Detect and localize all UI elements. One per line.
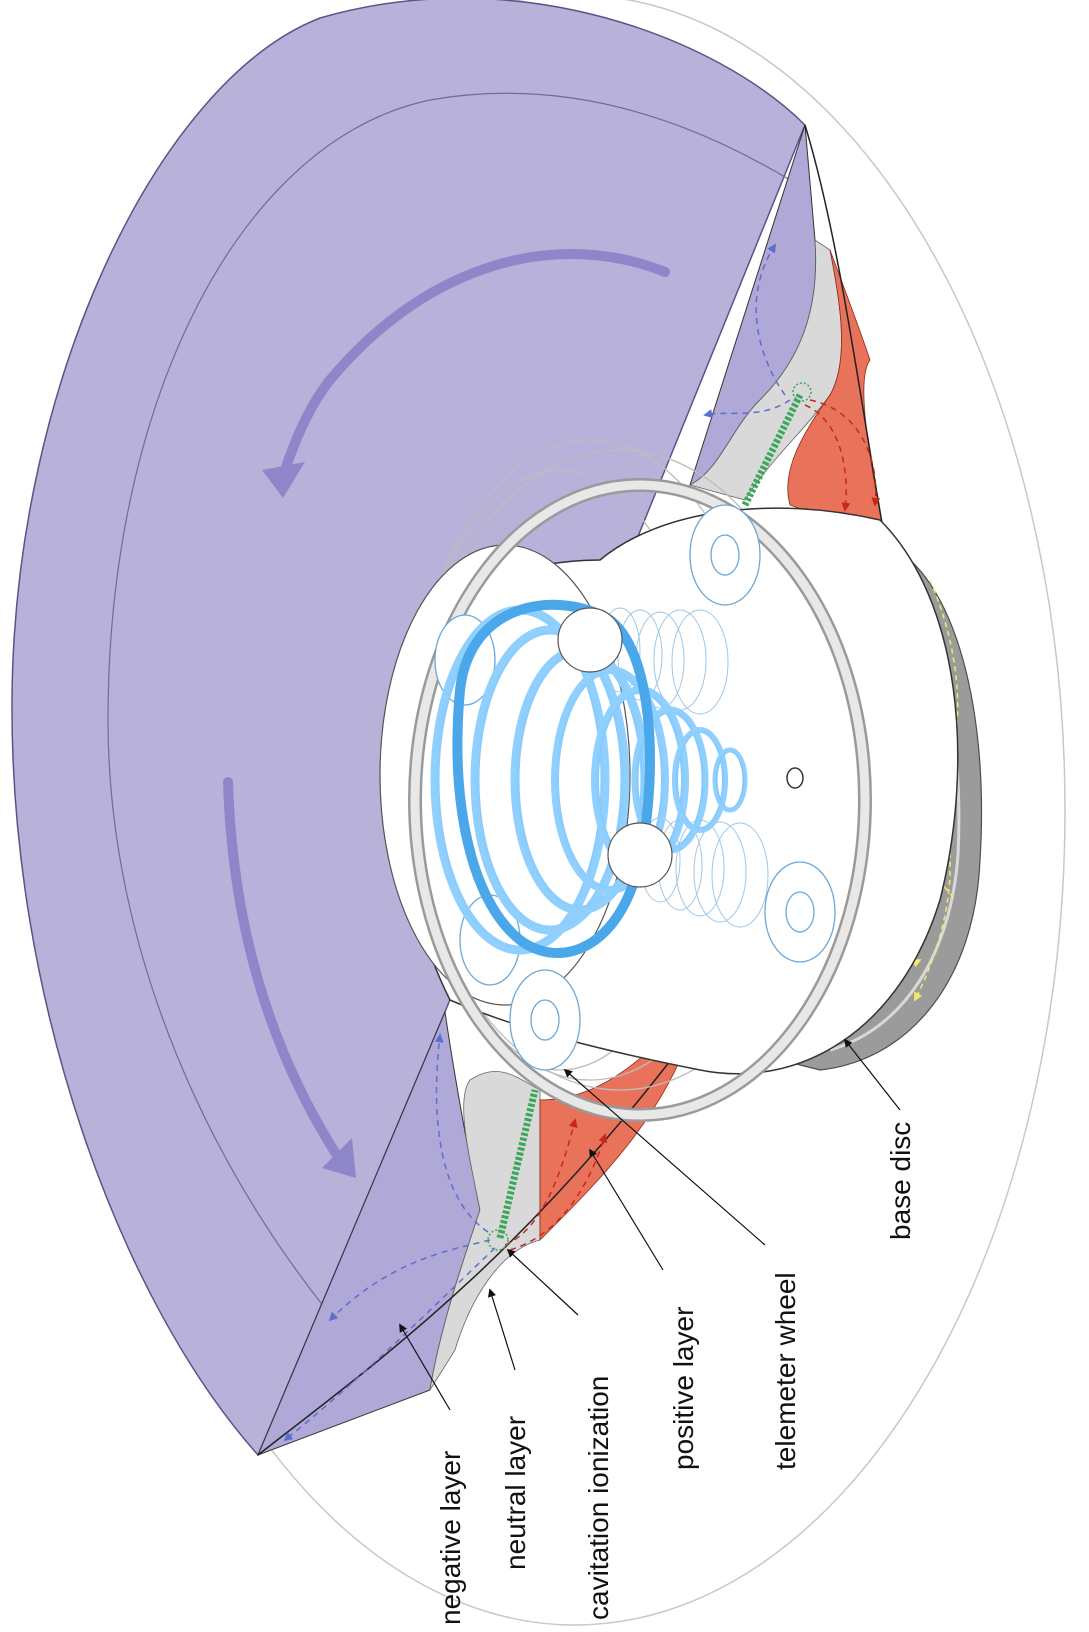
label-neutral-layer: neutral layer: [500, 1416, 531, 1570]
leader-positive-layer: [589, 1148, 664, 1271]
field-line-blue-upper-1: [755, 243, 786, 396]
label-telemeter-wheel: telemeter wheel: [770, 1272, 801, 1470]
field-line-red-upper-2: [809, 399, 881, 507]
field-line-red-upper-1: [804, 404, 851, 512]
label-base-disc: base disc: [885, 1122, 916, 1240]
label-cavitation-ionization: cavitation ionization: [583, 1376, 614, 1620]
ionization-spark-lower: [487, 1229, 509, 1251]
sphere-upper: [557, 607, 623, 673]
field-line-blue-upper-2: [703, 399, 791, 419]
leader-negative-layer: [399, 1323, 451, 1411]
ionization-spark-upper: [792, 382, 812, 402]
rotation-arrow-lower: [223, 777, 345, 1165]
disc-inner-ring: [107, 92, 791, 1351]
leader-cavitation-ionization: [506, 1248, 579, 1316]
field-line-blue-lower-3: [434, 1033, 489, 1233]
field-line-blue-lower-1: [328, 1239, 491, 1322]
rotation-arrow-upper: [280, 249, 670, 475]
telemeter-wheel-inner: [410, 480, 870, 1120]
leader-neutral-layer: [487, 1288, 516, 1371]
core-nozzle: [786, 767, 804, 789]
field-line-red-lower-1: [504, 1118, 578, 1246]
label-negative-layer: negative layer: [435, 1451, 466, 1625]
rotation-arrow-upper-head: [262, 462, 305, 498]
leader-base-disc: [843, 1038, 901, 1111]
cutaway-edge-lower: [257, 1034, 691, 1456]
sphere-lower: [607, 822, 673, 888]
positive-layer-lower: [539, 1034, 691, 1241]
label-positive-layer: positive layer: [668, 1307, 699, 1470]
field-line-blue-lower-2: [283, 1247, 496, 1442]
field-line-red-lower-2: [509, 1133, 608, 1251]
rotation-arrow-lower-head: [322, 1138, 356, 1178]
leader-telemeter-wheel: [563, 1068, 766, 1246]
ionization-column-upper: [741, 393, 804, 507]
ionization-column-lower: [496, 1089, 539, 1239]
